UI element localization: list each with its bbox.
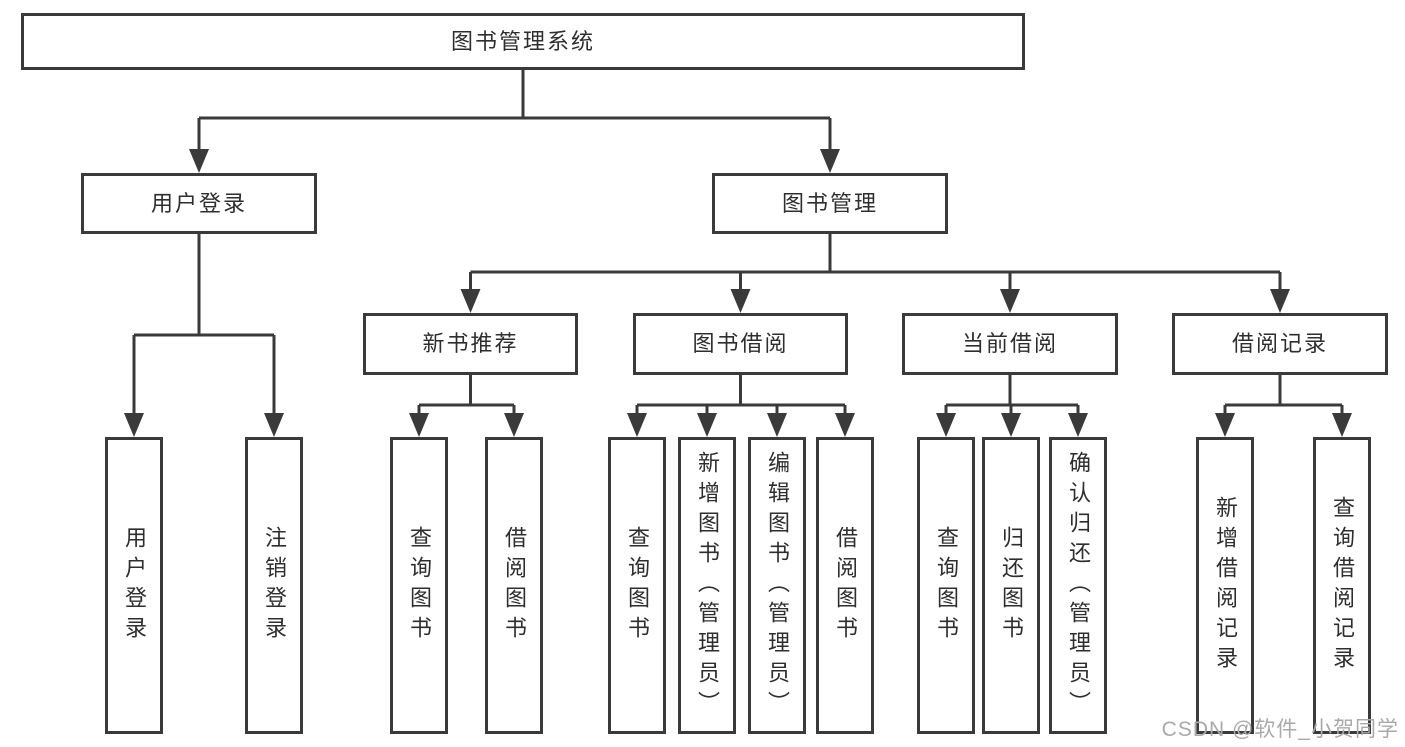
leaf-add-borrow-record: 新增借阅记录: [1196, 437, 1254, 734]
connector-segments: [132, 69, 1344, 419]
leaf-confirm-return-admin-label: 确认归还（管理员）: [1066, 450, 1091, 721]
leaf-current-query-book-label: 查询图书: [934, 525, 959, 646]
leaf-recommend-borrow-book: 借阅图书: [485, 437, 543, 734]
leaf-edit-book-admin-label: 编辑图书（管理员）: [765, 450, 790, 721]
leaf-edit-book-admin: 编辑图书（管理员）: [748, 437, 806, 734]
leaf-logout: 注销登录: [245, 437, 303, 734]
node-library-management-system: 图书管理系统: [21, 13, 1025, 70]
leaf-recommend-borrow-book-label: 借阅图书: [502, 525, 527, 646]
leaf-add-borrow-record-label: 新增借阅记录: [1213, 495, 1238, 676]
csdn-watermark: CSDN @软件_小贺同学: [1161, 718, 1399, 741]
leaf-borrowing-borrow-book-label: 借阅图书: [833, 525, 858, 646]
leaf-query-borrow-record-label: 查询借阅记录: [1330, 495, 1355, 676]
leaf-user-login-label: 用户登录: [122, 525, 147, 646]
leaf-add-book-admin-label: 新增图书（管理员）: [695, 450, 720, 721]
leaf-query-borrow-record: 查询借阅记录: [1313, 437, 1371, 734]
node-book-management-label: 图书管理: [781, 190, 878, 216]
leaf-borrowing-borrow-book: 借阅图书: [816, 437, 874, 734]
node-borrowing-records: 借阅记录: [1172, 313, 1388, 375]
leaf-return-book-label: 归还图书: [999, 525, 1024, 646]
leaf-recommend-query-book-label: 查询图书: [407, 525, 432, 646]
node-book-borrowing: 图书借阅: [633, 313, 848, 375]
node-book-borrowing-label: 图书借阅: [692, 331, 789, 356]
leaf-borrowing-query-book-label: 查询图书: [625, 525, 650, 646]
leaf-add-book-admin: 新增图书（管理员）: [678, 437, 736, 734]
node-library-management-system-label: 图书管理系统: [450, 28, 595, 54]
node-user-login-label: 用户登录: [150, 190, 247, 216]
leaf-logout-label: 注销登录: [262, 525, 287, 646]
leaf-user-login: 用户登录: [105, 437, 163, 734]
leaf-return-book: 归还图书: [982, 437, 1040, 734]
arrowheads: [124, 149, 1352, 437]
leaf-borrowing-query-book: 查询图书: [608, 437, 666, 734]
leaf-recommend-query-book: 查询图书: [390, 437, 448, 734]
node-book-management: 图书管理: [712, 173, 948, 234]
leaf-current-query-book: 查询图书: [917, 437, 975, 734]
node-new-book-recommend-label: 新书推荐: [422, 331, 519, 356]
node-user-login: 用户登录: [81, 173, 317, 234]
node-new-book-recommend: 新书推荐: [363, 313, 578, 375]
node-borrowing-records-label: 借阅记录: [1231, 331, 1328, 356]
leaf-confirm-return-admin: 确认归还（管理员）: [1049, 437, 1107, 734]
node-current-borrowing: 当前借阅: [902, 313, 1118, 375]
node-current-borrowing-label: 当前借阅: [961, 331, 1058, 356]
